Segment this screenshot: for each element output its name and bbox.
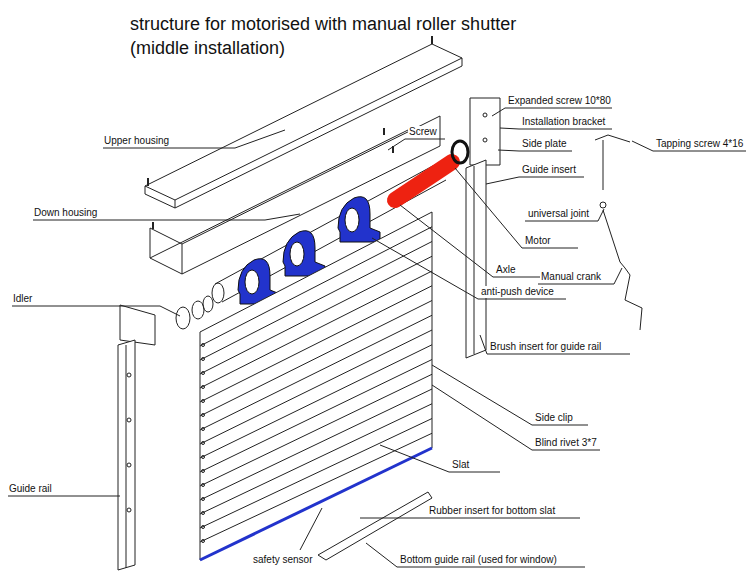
part-label: safety sensor: [252, 554, 313, 566]
rivet-dot: [202, 386, 205, 389]
part-label: universal joint: [527, 208, 590, 220]
part-label: Installation bracket: [521, 116, 606, 128]
part-label: anti-push device: [480, 286, 555, 298]
rivet-dot: [202, 442, 205, 445]
rivet-dot: [202, 456, 205, 459]
slat-line: [200, 330, 432, 444]
rivet-dot: [202, 344, 205, 347]
part-label: Expanded screw 10*80: [507, 95, 612, 107]
slat-line: [200, 286, 432, 402]
part-label: Bottom guide rail (used for window): [399, 554, 558, 566]
part-label: Side plate: [521, 138, 567, 150]
rivet-dot: [202, 526, 205, 529]
part-label: Slat: [451, 459, 470, 471]
part-label: Blind rivet 3*7: [534, 437, 598, 449]
slat-line: [200, 374, 432, 486]
part-label: Motor: [524, 235, 552, 247]
slat-line: [200, 242, 432, 361]
rivet-dot: [202, 512, 205, 515]
slat-line: [200, 301, 432, 417]
part-label: Tapping screw 4*16: [655, 138, 744, 150]
rivet-dot: [202, 400, 205, 403]
part-label: Axle: [495, 264, 516, 276]
rivet-dot: [202, 470, 205, 473]
rivet-dot: [202, 498, 205, 501]
slat-line: [200, 360, 432, 473]
slat-line: [200, 227, 432, 346]
rivet-dot: [202, 428, 205, 431]
part-label: Rubber insert for bottom slat: [428, 505, 556, 517]
part-label: Guide insert: [521, 164, 577, 176]
part-label: Manual crank: [540, 271, 602, 283]
rivet-dot: [202, 358, 205, 361]
part-label: Down housing: [33, 207, 98, 219]
rivet-dot: [202, 372, 205, 375]
part-label: Idler: [12, 293, 33, 305]
slat-line: [200, 271, 432, 388]
rivet-dot: [202, 540, 205, 543]
part-label: Upper housing: [103, 135, 170, 147]
part-label: Screw: [408, 126, 438, 138]
slat-line: [200, 345, 432, 458]
part-label: Side clip: [534, 412, 574, 424]
slat-line: [200, 256, 432, 374]
slat-line: [200, 433, 432, 542]
part-label: Guide rail: [8, 483, 53, 495]
slat-line: [200, 404, 432, 514]
rivet-dot: [202, 484, 205, 487]
slat-line: [200, 315, 432, 430]
part-label: Brush insert for guide rail: [489, 341, 602, 353]
title: structure for motorised with manual roll…: [130, 12, 570, 60]
slat-line: [200, 389, 432, 500]
rivet-dot: [202, 414, 205, 417]
